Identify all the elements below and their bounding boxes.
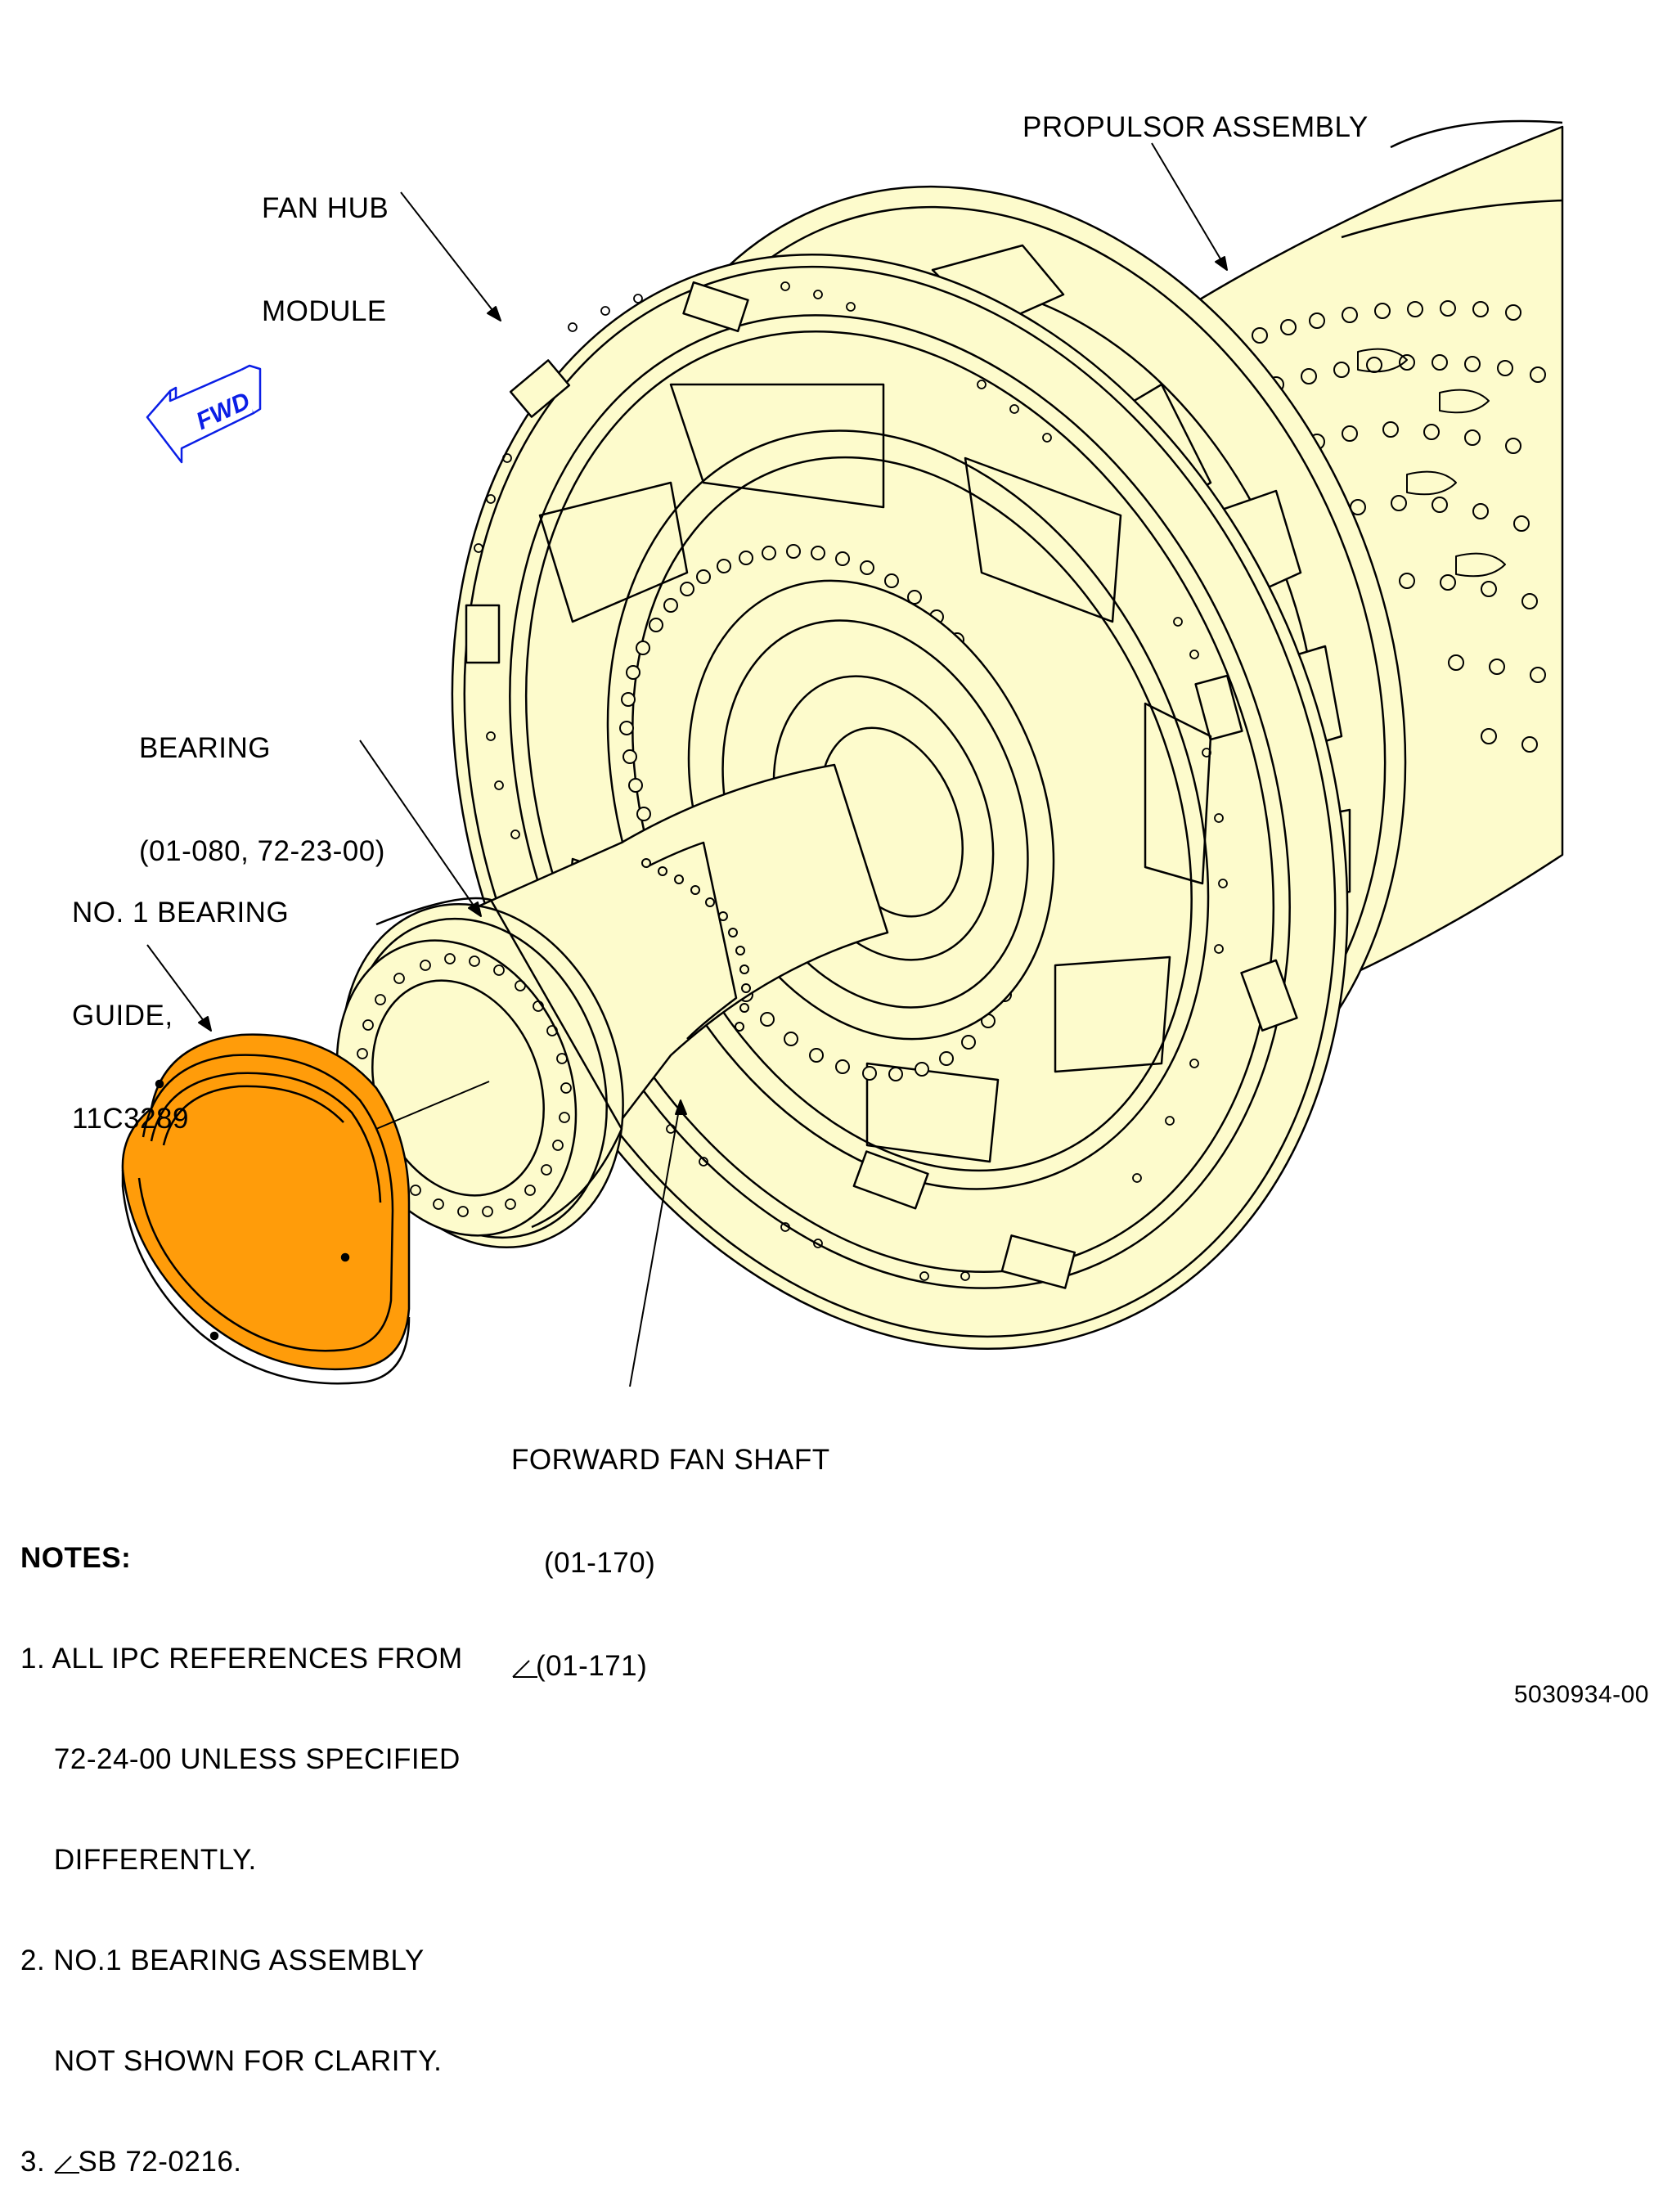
- propulsor-assembly-label: PROPULSOR ASSEMBLY: [1023, 111, 1369, 143]
- figure-number: 5030934-00: [1513, 1681, 1649, 1708]
- fwd-arrow-icon: [146, 364, 262, 464]
- bearing-guide-label: NO. 1 BEARING GUIDE, 11C3289: [72, 827, 289, 1171]
- note-line: 2. NO.1 BEARING ASSEMBLY: [20, 1944, 425, 1976]
- note-line: DIFFERENTLY.: [20, 1844, 257, 1876]
- propulsor-bolt-pattern: [1252, 300, 1546, 753]
- fan-hub-module-label-line1: FAN HUB: [262, 192, 389, 224]
- no1-bearing-guide: [121, 1033, 411, 1385]
- forward-fan-shaft-label-line1: FORWARD FAN SHAFT: [511, 1444, 830, 1476]
- notes-block: NOTES: 1. ALL IPC REFERENCES FROM 72-24-…: [20, 1474, 463, 2212]
- forward-fan-shaft-label-line2: (01-170): [544, 1547, 656, 1579]
- fan-hub-module-label: FAN HUB MODULE: [262, 123, 389, 363]
- note-line: 72-24-00 UNLESS SPECIFIED: [20, 1743, 461, 1775]
- fan-hub-outer-holes: [474, 281, 1228, 1281]
- bearing-label: BEARING (01-080, 72-23-00): [139, 663, 385, 903]
- note-line: NOT SHOWN FOR CLARITY.: [20, 2045, 443, 2077]
- fan-hub-module-label-line2: MODULE: [262, 295, 387, 327]
- effectivity-triangle-icon: [53, 2153, 80, 2174]
- leader-lines: [146, 142, 1228, 1387]
- note-3-number: 3.: [20, 2146, 54, 2178]
- shaft-hole-row: [641, 858, 751, 1032]
- note-3-text: SB 72-0216.: [78, 2146, 242, 2178]
- bearing-label-line1: BEARING: [139, 732, 272, 764]
- effectivity-triangle-icon: [511, 1657, 537, 1678]
- notes-heading: NOTES:: [20, 1542, 132, 1574]
- note-line: 1. ALL IPC REFERENCES FROM: [20, 1643, 463, 1675]
- forward-fan-shaft-label: FORWARD FAN SHAFT (01-170) (01-171): [511, 1374, 830, 1718]
- note-line-3: 3. SB 72-0216.: [20, 2145, 463, 2178]
- forward-fan-shaft-label-line3: (01-171): [511, 1649, 830, 1684]
- bearing-guide-label-line3: 11C3289: [72, 1103, 189, 1135]
- forward-fan-shaft: [335, 763, 889, 1249]
- exploded-view-illustration: FWD: [121, 119, 1564, 1387]
- bearing-guide-label-line1: NO. 1 BEARING: [72, 897, 290, 928]
- forward-fan-shaft-label-line3-text: (01-171): [536, 1650, 648, 1682]
- bearing-label-line2: (01-080, 72-23-00): [139, 835, 385, 867]
- bearing-guide-label-line2: GUIDE,: [72, 1000, 173, 1032]
